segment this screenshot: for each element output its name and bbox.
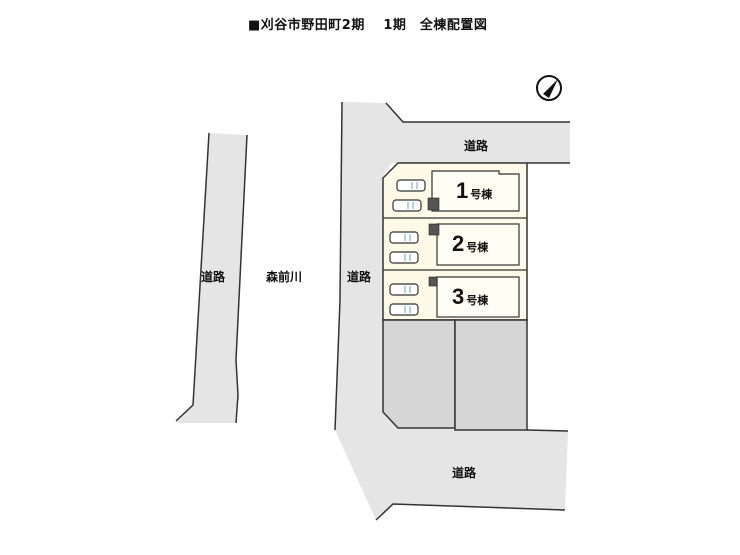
building-3-footprint (436, 276, 520, 318)
building-2-footprint (436, 223, 520, 266)
building-number: 1 (456, 178, 469, 203)
road-label-left: 道路 (201, 270, 226, 284)
building-suffix: 号棟 (466, 294, 489, 307)
building-number: 3 (452, 284, 465, 309)
grid-box-icons (427, 197, 440, 287)
road-label-bottom: 道路 (452, 466, 477, 480)
building-2-label: 2 号棟 (452, 231, 488, 257)
building-1-label: 1 号棟 (456, 178, 492, 204)
road-label-top: 道路 (464, 139, 489, 153)
road-label-center: 道路 (347, 270, 372, 284)
left-road (176, 133, 247, 423)
river-label: 森前川 (266, 270, 303, 284)
building-number: 2 (452, 231, 465, 256)
building-1-footprint (431, 170, 520, 212)
gray-lot-left (382, 319, 456, 429)
north-arrow-icon (536, 75, 562, 101)
page-title: ■刈谷市野田町2期 1期 全棟配置図 (248, 18, 488, 33)
building-3-label: 3 号棟 (452, 284, 488, 310)
car-icons (389, 179, 426, 316)
building-suffix: 号棟 (466, 241, 489, 254)
gray-lot-right (454, 319, 528, 431)
building-suffix: 号棟 (470, 188, 493, 201)
main-road (335, 102, 570, 520)
